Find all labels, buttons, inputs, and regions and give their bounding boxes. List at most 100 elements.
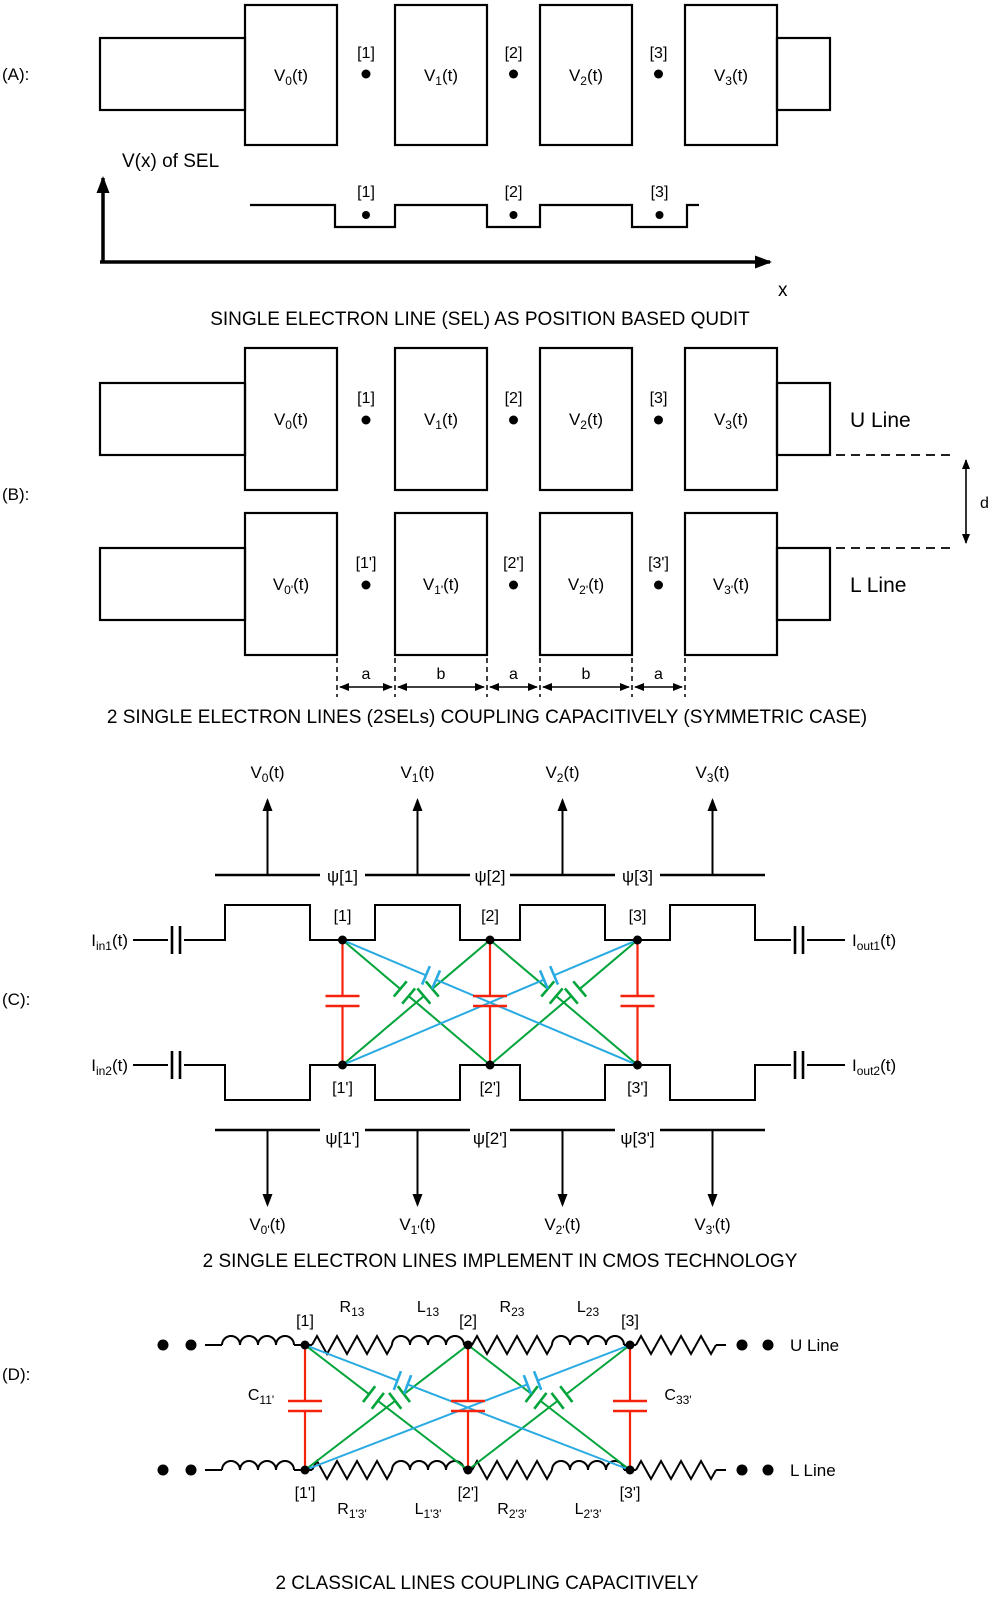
pitch-dimensions: a b a b a [336, 658, 686, 697]
electron-dot [509, 415, 518, 425]
site-label-2p: [2'] [503, 555, 524, 572]
coupling-capacitor-plate-green [416, 987, 432, 1005]
coupling-capacitor-plate-green [540, 980, 556, 998]
x-axis-label: x [778, 280, 788, 301]
r1p3p-label: R1'3' [337, 1501, 367, 1521]
coupling-wire-green [377, 1400, 469, 1471]
panel-d-tag: (D): [2, 1365, 30, 1384]
panel-a-tag: (A): [2, 65, 29, 84]
coupling-wire-green [341, 995, 425, 1066]
v1-label: V1(t) [400, 763, 434, 785]
continuation-dot [762, 1339, 774, 1351]
coupling-wire-blue [304, 1383, 528, 1471]
continuation-dot [157, 1464, 169, 1476]
v3-label: V3(t) [695, 763, 729, 785]
psi-label-2p: ψ[2'] [473, 1129, 507, 1148]
continuation-dot [762, 1464, 774, 1476]
well-label-1: [1] [357, 184, 375, 201]
gate-label-v3: V3(t) [714, 66, 748, 88]
psi-label-3: ψ[3] [622, 867, 653, 886]
node-dot-3p [625, 1465, 635, 1475]
gate-label-v2p: V2'(t) [568, 575, 604, 597]
node-dots [300, 1340, 635, 1475]
gate-label-v1p: V1'(t) [423, 575, 459, 597]
panel-a: (A): V0(t) V1(t) V2(t) V3(t) [1] [2] [3]… [2, 3, 832, 330]
gate-box-v1 [393, 3, 489, 147]
electron-dot [361, 69, 371, 79]
v3p-label: V3'(t) [694, 1215, 730, 1237]
coupling-wire-green [403, 1344, 469, 1395]
lower-rail: Iin2(t) Iout2(t) [1'] [2'] [3'] [91, 1051, 896, 1101]
potential-curve [250, 203, 699, 229]
coupling-wire-green [304, 1400, 396, 1471]
l2p3p-label: L2'3' [575, 1501, 602, 1521]
coupling-capacitor-plate-blue [548, 965, 560, 986]
l13-label: L13 [417, 1299, 440, 1319]
dim-label-a3: a [654, 666, 663, 683]
coupling-capacitor-plate-green [559, 1385, 574, 1403]
inductor-l23 [551, 1335, 625, 1346]
i-in2-label: Iin2(t) [91, 1056, 128, 1078]
coupling-capacitor-plate-blue [538, 969, 550, 990]
continuation-dot [185, 1339, 197, 1351]
v0p-label: V0'(t) [249, 1215, 285, 1237]
electron-dot [361, 415, 371, 425]
l-line-label: L Line [790, 1461, 836, 1480]
coupling-wire-green [539, 1400, 631, 1471]
panel-d: (D): U Line [1] [2] [3] R13 L13 R23 L23 … [2, 1299, 839, 1594]
inductor-coil [221, 1460, 295, 1471]
continuation-dot [157, 1339, 169, 1351]
coupling-capacitor-plate-green [524, 1385, 539, 1403]
electron-dot [509, 69, 518, 79]
gate-label-v0p: V0'(t) [273, 575, 309, 597]
electron-dot [509, 211, 518, 219]
coupling-capacitor-plate-green [370, 1392, 385, 1410]
v-axis-title: V(x) of SEL [122, 151, 219, 172]
site-label-2: [2] [505, 390, 523, 407]
bottom-gate-leads: ψ[1'] ψ[2'] ψ[3'] V0'(t) V1'(t) V2'(t) V… [215, 1128, 765, 1237]
coupling-capacitor-plate-green [533, 1392, 548, 1410]
v0-label: V0(t) [250, 763, 284, 785]
resistor-r23 [471, 1333, 553, 1357]
inductor-l2p3p [551, 1460, 625, 1471]
coupling-capacitor-plate-green [563, 987, 579, 1005]
panel-b-caption: 2 SINGLE ELECTRON LINES (2SELs) COUPLING… [107, 707, 867, 728]
upper-rail: Iin1(t) Iout1(t) [1] [2] [3] [91, 904, 896, 954]
electron-dot [655, 211, 664, 219]
r13-label: R13 [340, 1299, 365, 1319]
node-label-2p: [2'] [458, 1485, 479, 1502]
c33p-label: C33' [664, 1387, 691, 1407]
channel-stub-left [98, 36, 247, 112]
node-dot-2p [463, 1465, 473, 1475]
dim-label-a1: a [362, 666, 371, 683]
coupling-wire-green [555, 995, 639, 1066]
node-dot-1 [338, 935, 347, 945]
u-classical-line: U Line [1] [2] [3] R13 L13 R23 L23 [157, 1299, 839, 1357]
gate-label-v2: V2(t) [569, 410, 603, 432]
node-dot-3 [625, 1340, 635, 1350]
coupling-capacitor-plate-blue [532, 1370, 543, 1391]
site-label-1: [1] [357, 45, 375, 62]
u-line-chain: V0(t) V1(t) V2(t) V3(t) [1] [2] [3] U Li… [98, 346, 911, 492]
node-dot-2 [463, 1340, 473, 1350]
panel-c: (C): V0(t) V1(t) V2(t) V3(t) ψ[1] ψ[2] ψ… [2, 763, 896, 1272]
coupling-capacitor-plate-green [548, 987, 564, 1005]
channel-stub-left [98, 381, 247, 457]
gate-label-v0: V0(t) [274, 410, 308, 432]
coupling-wire-green [565, 1344, 631, 1395]
coupling-capacitor-plate-blue [522, 1374, 533, 1395]
node-label-1: [1] [296, 1313, 314, 1330]
gate-box-v1p [393, 511, 489, 657]
l1p3p-label: L1'3' [415, 1501, 442, 1521]
node-label-3: [3] [629, 908, 647, 925]
v2-label: V2(t) [545, 763, 579, 785]
continuation-dot [185, 1464, 197, 1476]
coupling-wire-blue [342, 978, 545, 1066]
well-label-3: [3] [651, 184, 669, 201]
inductor-l13 [391, 1335, 465, 1346]
c11p-label: C11' [248, 1387, 274, 1407]
electron-dot [509, 580, 518, 590]
electron-dot [654, 580, 663, 590]
resistor-right [635, 1458, 717, 1482]
coupling-wire-blue [304, 1344, 398, 1382]
